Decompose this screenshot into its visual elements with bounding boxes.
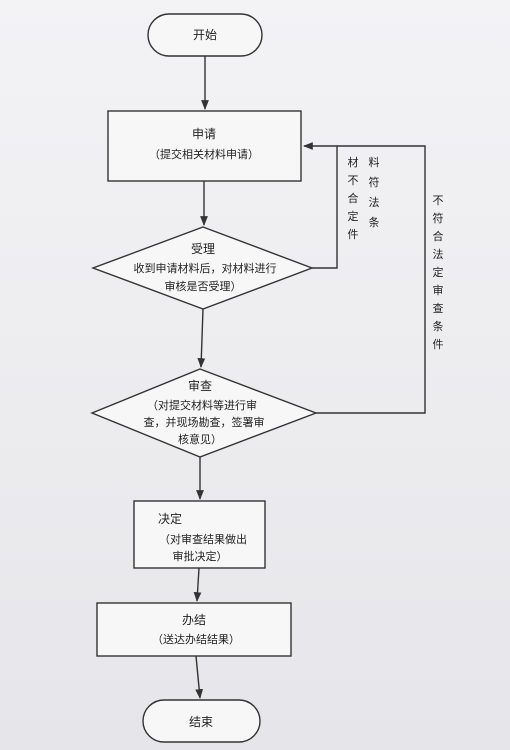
apply-node: 申请 （提交相关材料申请）	[107, 110, 302, 182]
arrow-decide-to-finish	[193, 567, 202, 602]
apply-detail: （提交相关材料申请）	[149, 147, 259, 161]
review-detail-3: 核意见）	[178, 432, 222, 446]
arrow-accept-to-review	[197, 308, 206, 368]
accept-node: 受理 收到申请材料后，对材料进行 审核是否受理）	[90, 226, 314, 310]
arrow-review-reject-loop	[316, 145, 426, 414]
end-node: 结束	[142, 699, 261, 743]
decide-node: 决定 （对审查结果做出 审批决定）	[133, 500, 266, 569]
accept-title: 受理	[191, 242, 215, 256]
review-detail-1: （对提交材料等进行审	[147, 398, 257, 412]
review-detail-2: 查，并现场勘查，签署审	[144, 415, 265, 429]
review-title: 审查	[188, 378, 212, 393]
arrow-accept-reject-loop	[303, 142, 338, 269]
finish-title: 办结	[182, 612, 206, 627]
decide-detail-2: 审批决定）	[173, 549, 228, 563]
end-label: 结束	[189, 715, 213, 729]
finish-detail: （送达办结结果）	[152, 632, 240, 646]
start-label: 开始	[193, 28, 217, 42]
start-node: 开始	[147, 13, 263, 57]
accept-loop-label-right: 料符法条	[369, 155, 380, 229]
accept-detail-1: 收到申请材料后，对材料进行	[134, 261, 277, 275]
accept-loop-label-left: 材不合定件	[348, 155, 359, 241]
decide-detail-1: （对审查结果做出	[159, 532, 247, 546]
decide-title: 决定	[158, 511, 182, 526]
review-node: 审查 （对提交材料等进行审 查，并现场勘查，签署审 核意见）	[90, 368, 318, 458]
arrow-finish-to-end	[195, 655, 204, 699]
review-loop-label: 不符合法定审查条件	[433, 194, 444, 351]
accept-detail-2: 审核是否受理）	[165, 279, 242, 293]
finish-node: 办结 （送达办结结果）	[96, 602, 292, 657]
apply-title: 申请	[192, 127, 216, 141]
